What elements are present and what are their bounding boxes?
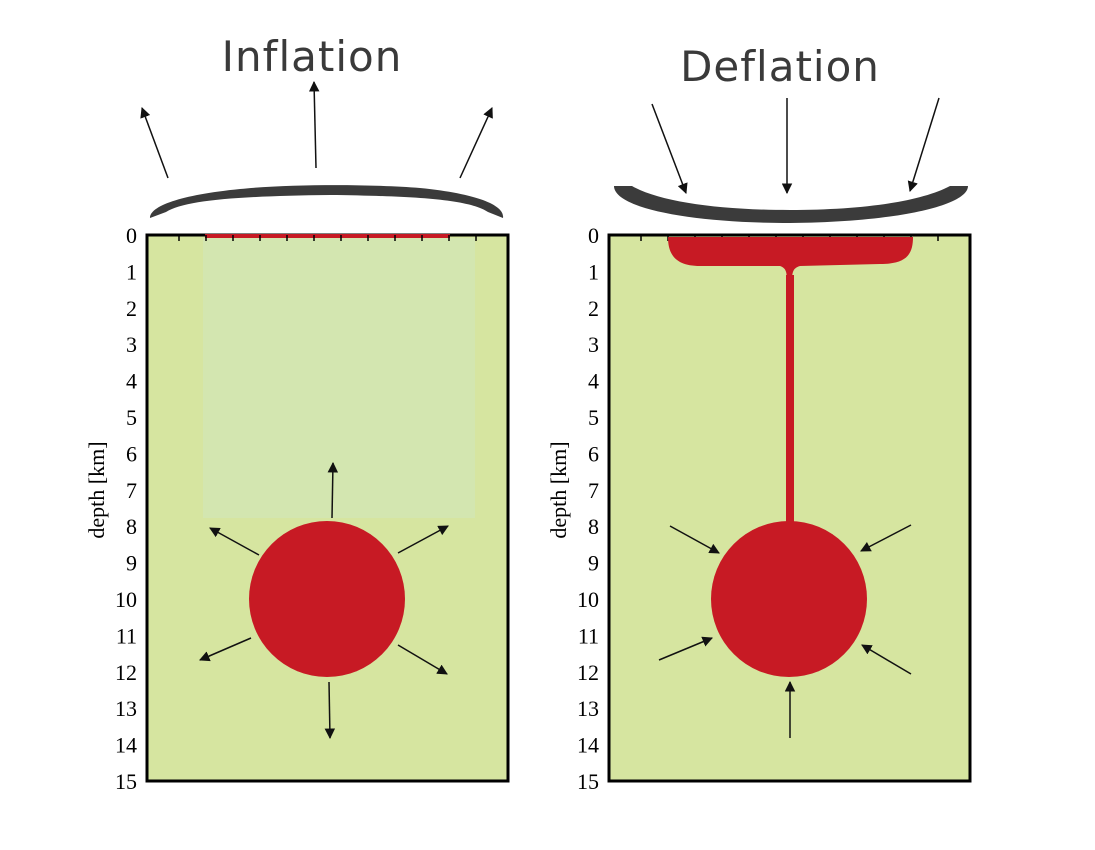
magma-conduit [786, 275, 794, 525]
depth-tick-left-12: 12 [115, 660, 137, 685]
depth-tick-right-0: 0 [588, 223, 599, 248]
surface-depression [614, 186, 968, 223]
depth-tick-left-1: 1 [126, 259, 137, 284]
depth-tick-right-9: 9 [588, 551, 599, 576]
depth-tick-right-10: 10 [577, 587, 599, 612]
depth-tick-left-2: 2 [126, 296, 137, 321]
expansion-arrows [199, 461, 449, 740]
depth-tick-left-3: 3 [126, 332, 137, 357]
deflation-title: Deflation [680, 42, 880, 91]
depth-tick-left-7: 7 [126, 478, 137, 503]
subsidence-arrow-right [907, 97, 940, 193]
depth-tick-right-3: 3 [588, 332, 599, 357]
depth-tick-right-11: 11 [578, 623, 599, 648]
depth-tick-right-1: 1 [588, 259, 599, 284]
depth-axis-label-right: depth [km] [546, 441, 571, 538]
depth-tick-left-5: 5 [126, 405, 137, 430]
depth-tick-left-15: 15 [115, 769, 137, 794]
surface-bulge [150, 185, 504, 218]
depth-tick-right-14: 14 [577, 733, 599, 758]
magma-chamber-left [249, 521, 405, 677]
depth-tick-left-9: 9 [126, 551, 137, 576]
depth-tick-left-10: 10 [115, 587, 137, 612]
depth-tick-right-8: 8 [588, 514, 599, 539]
uplift-arrow-left [140, 107, 169, 179]
depth-tick-right-15: 15 [577, 769, 599, 794]
surface-ticks-left [178, 235, 477, 241]
contraction-arrows [658, 524, 912, 738]
inflation-title: Inflation [221, 32, 403, 81]
magma-chamber-right [711, 521, 867, 677]
surface-magma-line [205, 234, 450, 238]
depth-tick-right-12: 12 [577, 660, 599, 685]
depth-tick-right-6: 6 [588, 441, 599, 466]
depth-tick-right-13: 13 [577, 696, 599, 721]
depth-tick-left-4: 4 [126, 369, 137, 394]
depth-axis-label-left: depth [km] [84, 441, 109, 538]
uplift-zone [203, 238, 475, 518]
uplift-arrow-right [459, 107, 493, 179]
depth-tick-right-2: 2 [588, 296, 599, 321]
depth-tick-left-0: 0 [126, 223, 137, 248]
depth-tick-left-8: 8 [126, 514, 137, 539]
depth-tick-left-11: 11 [116, 623, 137, 648]
uplift-arrow-center [308, 80, 320, 169]
shallow-sill [668, 237, 913, 282]
depth-tick-left-13: 13 [115, 696, 137, 721]
depth-tick-right-5: 5 [588, 405, 599, 430]
depth-tick-right-7: 7 [588, 478, 599, 503]
depth-tick-left-14: 14 [115, 733, 137, 758]
depth-tick-right-4: 4 [588, 369, 599, 394]
depth-tick-left-6: 6 [126, 441, 137, 466]
subsidence-arrow-left [651, 103, 688, 194]
